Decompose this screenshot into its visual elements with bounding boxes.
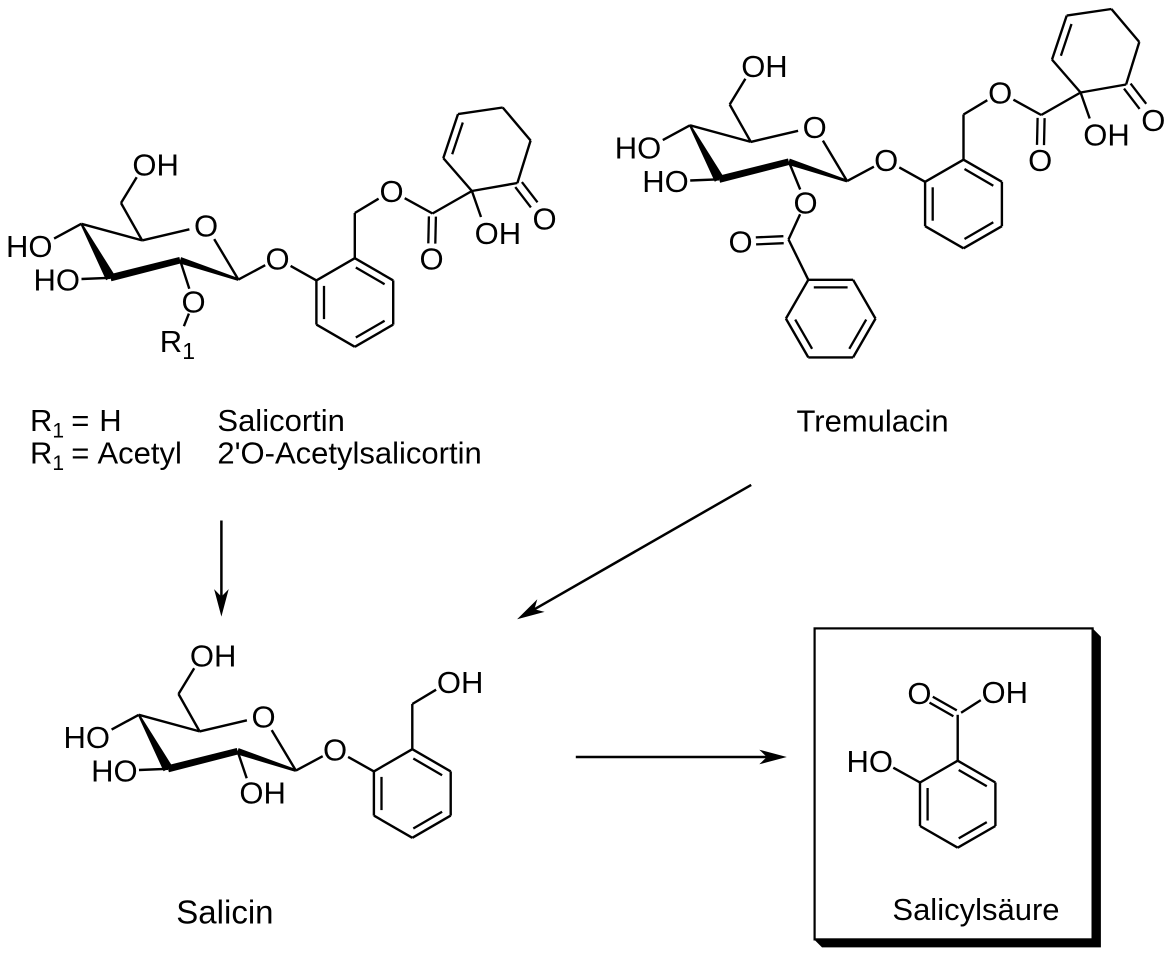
svg-text:OH: OH xyxy=(1083,118,1130,153)
svg-text:HO: HO xyxy=(91,754,138,789)
svg-text:OH: OH xyxy=(190,639,237,674)
svg-text:O: O xyxy=(793,186,817,221)
svg-text:Salicylsäure: Salicylsäure xyxy=(892,892,1059,927)
svg-text:OH: OH xyxy=(475,216,521,251)
svg-text:O: O xyxy=(265,242,289,277)
svg-text:HO: HO xyxy=(847,744,894,779)
svg-text:2'O-Acetylsalicortin: 2'O-Acetylsalicortin xyxy=(217,435,481,470)
svg-text:H: H xyxy=(99,403,121,438)
svg-text:O: O xyxy=(988,76,1012,111)
svg-text:Salicortin: Salicortin xyxy=(217,403,345,438)
svg-text:O: O xyxy=(323,733,347,768)
svg-text:O: O xyxy=(419,242,443,277)
svg-text:HO: HO xyxy=(615,131,662,166)
svg-text:=: = xyxy=(71,435,89,470)
svg-text:O: O xyxy=(194,208,218,243)
svg-text:O: O xyxy=(533,201,557,236)
svg-text:Salicin: Salicin xyxy=(176,893,273,930)
svg-text:OH: OH xyxy=(132,148,179,183)
svg-text:HO: HO xyxy=(34,263,81,298)
svg-text:OH: OH xyxy=(239,776,286,811)
svg-text:HO: HO xyxy=(64,720,111,755)
svg-text:O: O xyxy=(803,110,827,145)
svg-text:O: O xyxy=(1141,103,1165,138)
svg-text:O: O xyxy=(728,225,752,260)
svg-text:O: O xyxy=(874,143,898,178)
svg-text:OH: OH xyxy=(741,49,788,84)
svg-text:Acetyl: Acetyl xyxy=(98,435,182,470)
svg-text:O: O xyxy=(907,676,931,711)
svg-text:OH: OH xyxy=(437,665,484,700)
svg-text:OH: OH xyxy=(982,675,1029,710)
svg-text:O: O xyxy=(251,699,275,734)
svg-text:O: O xyxy=(181,285,205,320)
svg-text:=: = xyxy=(71,403,89,438)
svg-text:Tremulacin: Tremulacin xyxy=(797,404,949,439)
svg-text:HO: HO xyxy=(6,229,53,264)
svg-text:O: O xyxy=(1028,143,1052,178)
svg-text:HO: HO xyxy=(642,164,689,199)
svg-text:O: O xyxy=(379,174,403,209)
